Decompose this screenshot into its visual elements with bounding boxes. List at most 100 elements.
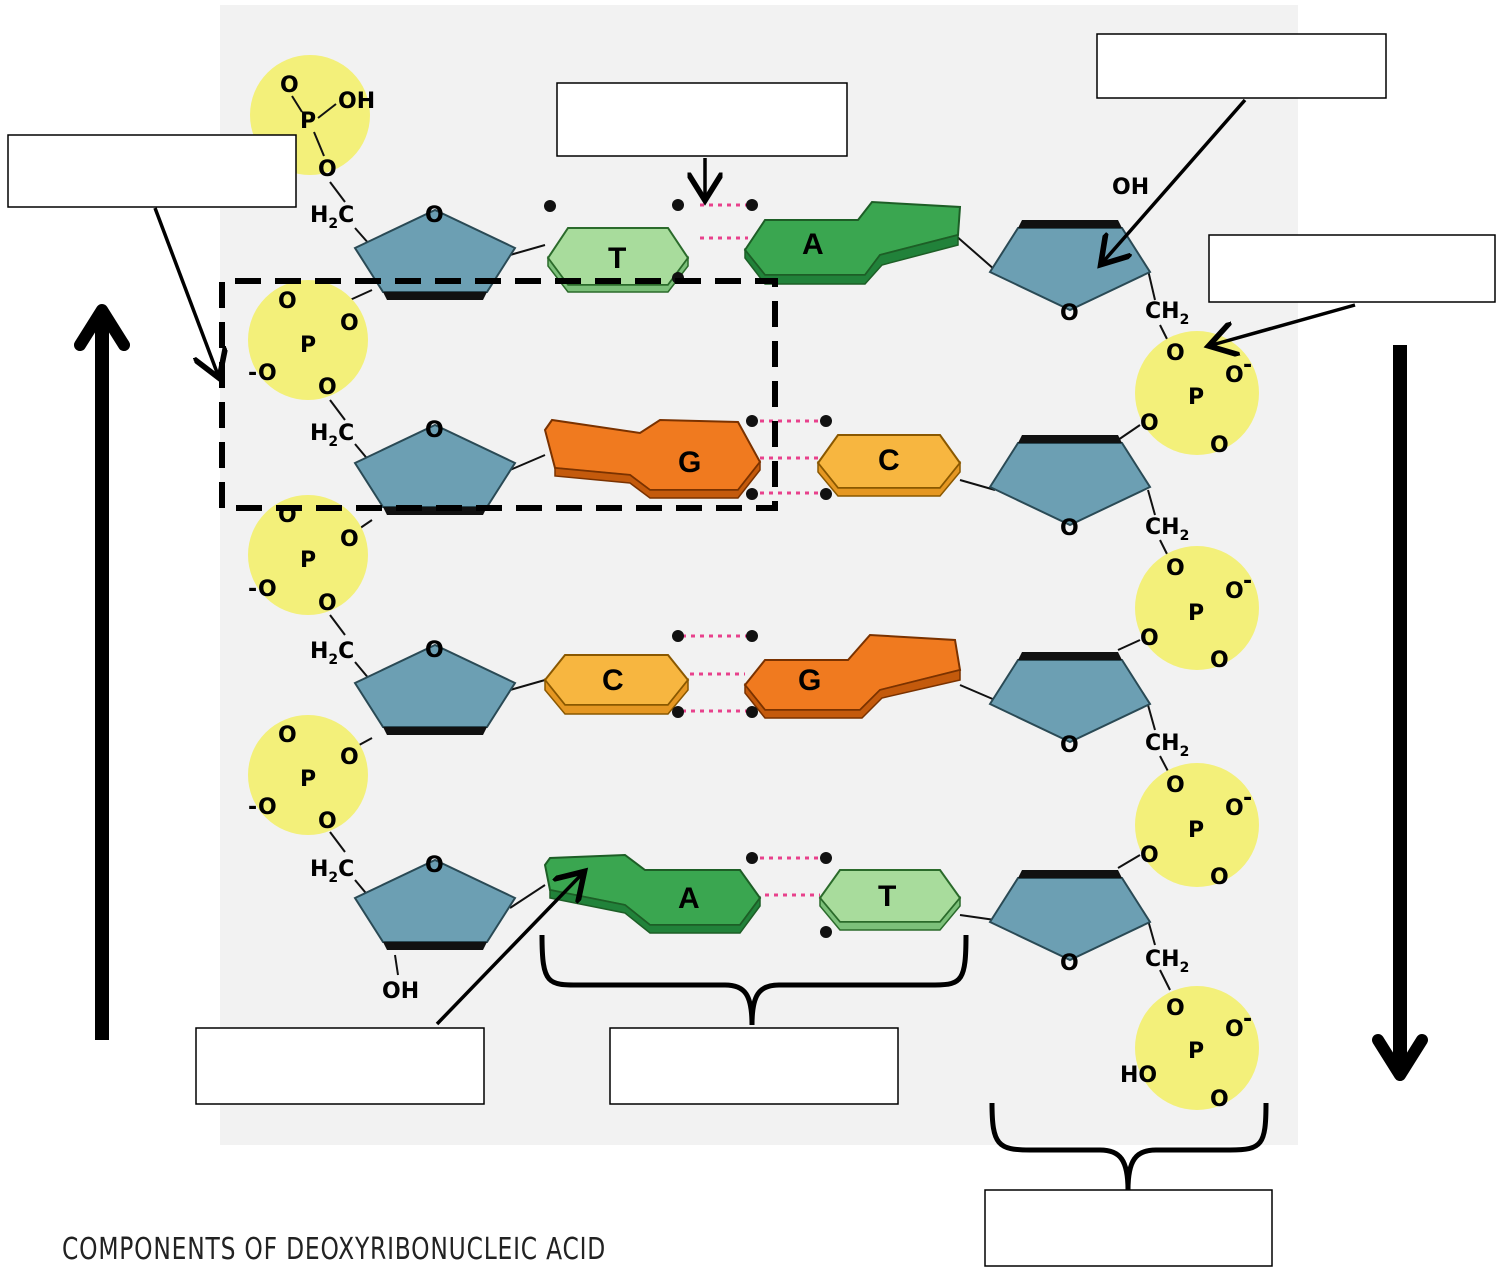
svg-text:H2C: H2C xyxy=(310,203,354,232)
svg-text:O: O xyxy=(280,73,299,98)
svg-text:O: O xyxy=(340,745,359,770)
svg-text:O: O xyxy=(1060,733,1079,758)
svg-text:O: O xyxy=(1166,996,1185,1021)
svg-text:O: O xyxy=(1225,363,1244,388)
svg-text:O: O xyxy=(258,795,277,820)
svg-text:O: O xyxy=(1140,626,1159,651)
base-pair-4: A T xyxy=(543,852,962,938)
svg-text:O: O xyxy=(1166,341,1185,366)
svg-text:O: O xyxy=(318,157,337,182)
label-box-1[interactable] xyxy=(7,134,297,208)
svg-text:CH2: CH2 xyxy=(1145,299,1189,328)
svg-text:G: G xyxy=(678,446,701,479)
phosphate-left-2: O P O - O O xyxy=(248,280,368,400)
svg-text:-: - xyxy=(1243,786,1252,811)
svg-text:O: O xyxy=(258,577,277,602)
sugar-right-2: O xyxy=(989,434,1151,541)
svg-text:-: - xyxy=(1243,353,1252,378)
label-box-4[interactable] xyxy=(1208,234,1496,303)
svg-text:T: T xyxy=(878,880,896,913)
svg-text:P: P xyxy=(300,333,316,358)
svg-text:H2C: H2C xyxy=(310,857,354,886)
svg-text:O: O xyxy=(1140,411,1159,436)
sugar-left-4: O xyxy=(354,853,516,951)
svg-text:O: O xyxy=(425,853,444,878)
hydrogen-bonds-row4 xyxy=(760,856,822,897)
svg-text:O: O xyxy=(278,723,297,748)
svg-text:O: O xyxy=(340,311,359,336)
phosphate-right-2: O P O - O O xyxy=(1135,546,1259,673)
svg-text:O: O xyxy=(425,418,444,443)
adenine-row4: A xyxy=(543,853,762,934)
svg-text:CH2: CH2 xyxy=(1145,947,1189,976)
guanine-row3: G xyxy=(743,633,962,719)
svg-text:O: O xyxy=(1166,773,1185,798)
svg-text:C: C xyxy=(602,664,624,697)
svg-text:CH2: CH2 xyxy=(1145,515,1189,544)
svg-text:P: P xyxy=(1188,818,1204,843)
cytosine-row2: C xyxy=(816,434,962,497)
sugar-right-1: O xyxy=(989,219,1151,326)
svg-text:O: O xyxy=(318,591,337,616)
svg-text:O: O xyxy=(318,809,337,834)
sugar-left-2: O xyxy=(354,418,516,516)
svg-text:O: O xyxy=(1140,843,1159,868)
label-box-6[interactable] xyxy=(609,1027,899,1105)
svg-text:O: O xyxy=(1225,1017,1244,1042)
label-box-5[interactable] xyxy=(195,1027,485,1105)
svg-text:-: - xyxy=(248,795,257,820)
label-box-2[interactable] xyxy=(556,82,848,157)
svg-text:O: O xyxy=(1060,516,1079,541)
diagram-background xyxy=(220,5,1298,1145)
sugar-right-3: O xyxy=(989,651,1151,758)
label-box-3[interactable] xyxy=(1096,33,1387,99)
svg-text:OH: OH xyxy=(338,89,375,114)
svg-text:P: P xyxy=(300,548,316,573)
svg-text:O: O xyxy=(1225,796,1244,821)
svg-text:O: O xyxy=(1210,1087,1229,1112)
thymine-row4: T xyxy=(818,869,962,931)
svg-text:O: O xyxy=(1210,648,1229,673)
svg-text:A: A xyxy=(678,882,700,915)
base-pair-brace xyxy=(539,934,969,1026)
svg-text:O: O xyxy=(425,638,444,663)
svg-text:C: C xyxy=(878,444,900,477)
base-pair-3: C G xyxy=(543,630,962,719)
label-box-7[interactable] xyxy=(984,1189,1273,1267)
base-pair-2: G C xyxy=(543,415,962,500)
svg-text:-: - xyxy=(248,577,257,602)
svg-text:P: P xyxy=(1188,601,1204,626)
phosphate-left-4: O P O - O O xyxy=(248,715,368,835)
sugar-right-4: O xyxy=(989,869,1151,976)
svg-text:O: O xyxy=(1060,951,1079,976)
hydrogen-bonds-row2 xyxy=(760,419,820,495)
sugar-left-3: O xyxy=(354,638,516,736)
svg-text:O: O xyxy=(258,361,277,386)
svg-text:HO: HO xyxy=(1120,1063,1157,1088)
svg-text:O: O xyxy=(1225,579,1244,604)
svg-text:CH2: CH2 xyxy=(1145,731,1189,760)
svg-text:A: A xyxy=(802,228,824,261)
svg-text:O: O xyxy=(1210,865,1229,890)
svg-text:P: P xyxy=(1188,1039,1204,1064)
svg-text:O: O xyxy=(278,289,297,314)
svg-text:P: P xyxy=(1188,385,1204,410)
guanine-row2: G xyxy=(543,418,762,499)
svg-text:P: P xyxy=(300,109,316,134)
svg-text:O: O xyxy=(1210,433,1229,458)
svg-text:O: O xyxy=(1166,556,1185,581)
svg-text:O: O xyxy=(318,375,337,400)
svg-text:G: G xyxy=(798,664,821,697)
thymine-row1: T xyxy=(546,227,690,293)
oh-top-right: OH xyxy=(1112,175,1149,200)
svg-text:-: - xyxy=(248,361,257,386)
sugar-left-1: O xyxy=(354,203,516,301)
phosphate-right-3: O P O - O O xyxy=(1135,763,1259,890)
diagram-caption: COMPONENTS OF DEOXYRIBONUCLEIC ACID xyxy=(62,1232,607,1267)
cytosine-row3: C xyxy=(543,654,690,715)
ch2-labels: CH2 CH2 CH2 CH2 xyxy=(1145,299,1189,976)
h2c-labels: H2C H2C H2C H2C xyxy=(310,203,354,886)
phosphate-right-1: O P O - O O xyxy=(1135,331,1259,458)
oh-bottom-left: OH xyxy=(382,979,419,1004)
